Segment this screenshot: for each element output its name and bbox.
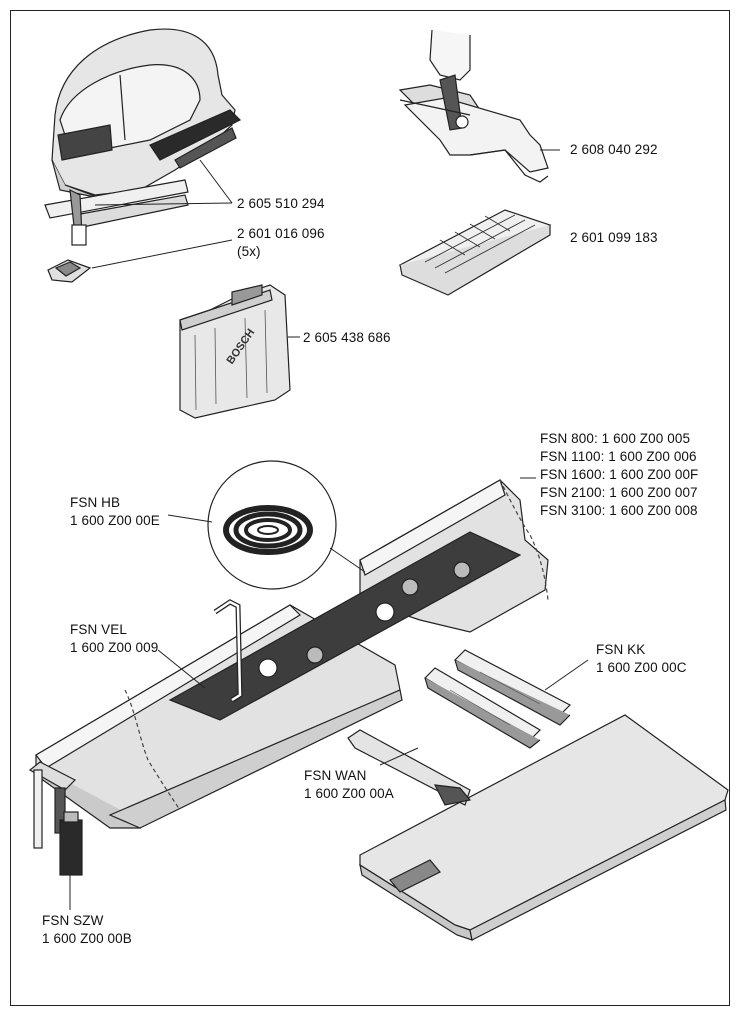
fsn-wan-angle-guide-illustration [347, 714, 729, 941]
base-cover-code: 2 601 099 183 [570, 230, 658, 245]
rail-code-800: FSN 800: 1 600 Z00 005 [540, 431, 691, 446]
carrying-case-code: 2 605 438 686 [303, 330, 391, 345]
anti-splinter-code: 2 601 016 096 [237, 226, 325, 241]
fsn-wan-code: 1 600 Z00 00A [304, 786, 394, 801]
guide-adapter-code: 2 608 040 292 [570, 142, 658, 157]
fsn-kk-connectors-illustration [424, 649, 572, 749]
fsn-wan-name: FSN WAN [304, 768, 367, 783]
leader-line-fsn-wan [379, 747, 419, 766]
leader-line-fsn-kk [544, 659, 589, 691]
fsn-szw-code: 1 600 Z00 00B [42, 931, 132, 946]
rail-code-3100: FSN 3100: 1 600 Z00 008 [540, 503, 698, 518]
leader-lines-center [157, 477, 536, 689]
rail-code-1100: FSN 1100: 1 600 Z00 006 [540, 449, 697, 464]
guide-adapter-illustration [398, 29, 549, 183]
jigsaw-blade-code: 2 605 510 294 [237, 196, 325, 211]
anti-splinter-qty: (5x) [237, 244, 261, 259]
break-lines [124, 479, 549, 811]
adhesive-strip-detail-illustration [207, 460, 366, 590]
fsn-vel-code: 1 600 Z00 009 [70, 640, 159, 655]
connector-plate-illustration [168, 531, 522, 721]
leader-lines-top-left [91, 159, 233, 269]
jigsaw-illustration [44, 28, 242, 246]
anti-splinter-insert-illustration [47, 259, 92, 283]
fsn-vel-name: FSN VEL [70, 622, 127, 637]
fsn-hb-code: 1 600 Z00 00E [70, 513, 160, 528]
rail-code-1600: FSN 1600: 1 600 Z00 00F [540, 467, 699, 482]
fsn-szw-name: FSN SZW [42, 913, 104, 928]
carrying-case-illustration [179, 284, 291, 419]
rail-code-2100: FSN 2100: 1 600 Z00 007 [540, 485, 698, 500]
fsn-szw-clamp-illustration [28, 761, 83, 876]
fsn-kk-name: FSN KK [596, 642, 646, 657]
fsn-kk-code: 1 600 Z00 00C [596, 660, 687, 675]
base-cover-illustration [398, 209, 552, 296]
page-border [10, 10, 730, 1006]
fsn-hb-name: FSN HB [70, 495, 121, 510]
